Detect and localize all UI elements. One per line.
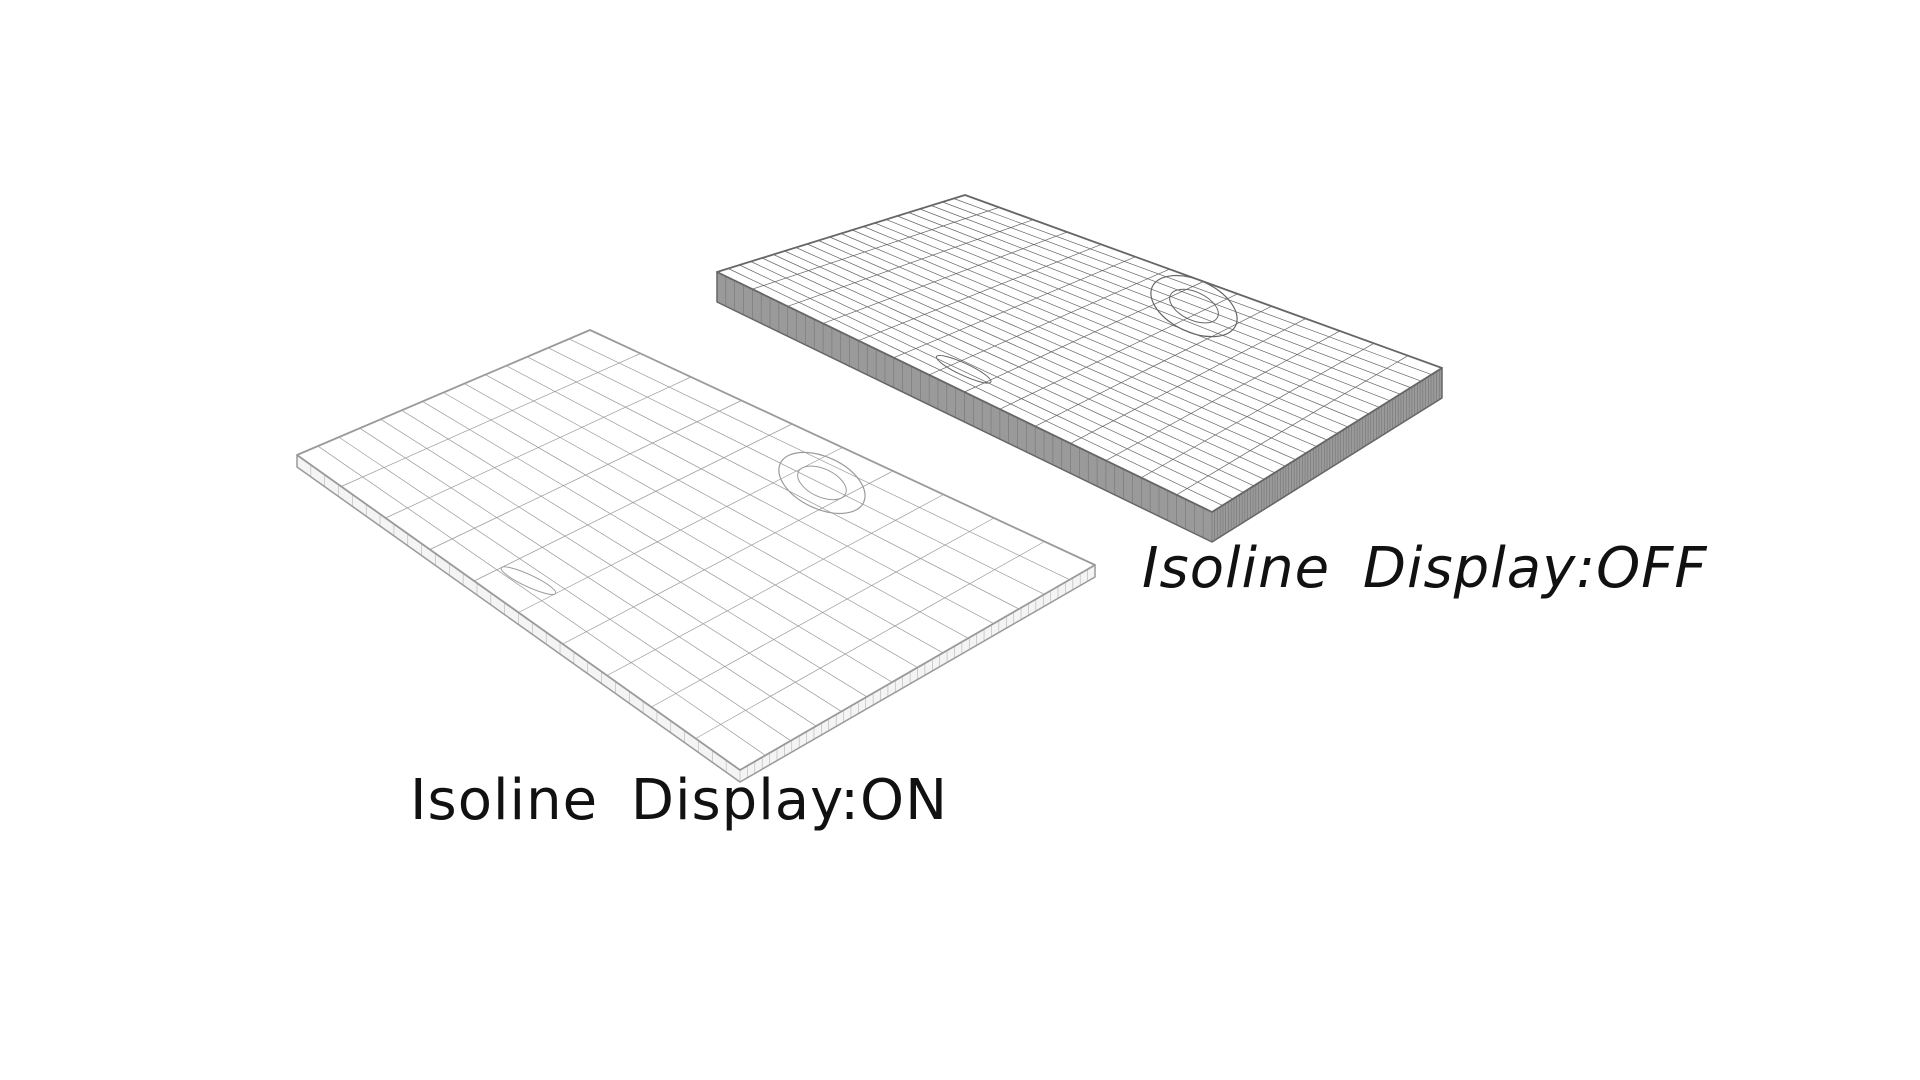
surface-isoline [429, 400, 742, 550]
surface-isoline [929, 268, 1170, 376]
phone-model-isoline-off [716, 194, 1443, 543]
surface-isoline [606, 494, 944, 676]
isoline-off-label: Isoline Display:OFF [1142, 536, 1708, 601]
surface-isoline [695, 541, 1045, 739]
phone-top-face [296, 329, 1096, 771]
surface-isoline [964, 281, 1204, 393]
surface-isoline [651, 517, 995, 708]
surface-isoline [1105, 330, 1340, 461]
surface-isoline [893, 256, 1136, 359]
surface-isoline [385, 376, 692, 519]
surface-isoline [562, 470, 894, 645]
home-button-inner [797, 465, 847, 501]
surface-isoline [1070, 318, 1306, 444]
surface-isoline [787, 219, 1034, 307]
surface-isoline [822, 231, 1068, 324]
phone-top-face [716, 194, 1443, 513]
home-button-icon [778, 451, 866, 515]
speaker-slot-icon [500, 566, 557, 595]
home-button-icon [1150, 274, 1238, 338]
surface-isoline [858, 244, 1102, 341]
surface-isoline [999, 293, 1238, 410]
surface-isoline [1141, 342, 1375, 479]
speaker-slot-icon [935, 354, 992, 384]
surface-isoline [341, 353, 641, 487]
isoline-on-label: Isoline Display:ON [410, 768, 948, 833]
home-button-inner [1169, 288, 1219, 324]
surface-isoline [1176, 355, 1409, 496]
surface-isoline [518, 447, 843, 613]
phone-model-isoline-on [296, 329, 1096, 783]
surface-isoline [474, 423, 793, 582]
surface-isoline [1035, 305, 1272, 427]
surface-isoline [752, 207, 1000, 290]
